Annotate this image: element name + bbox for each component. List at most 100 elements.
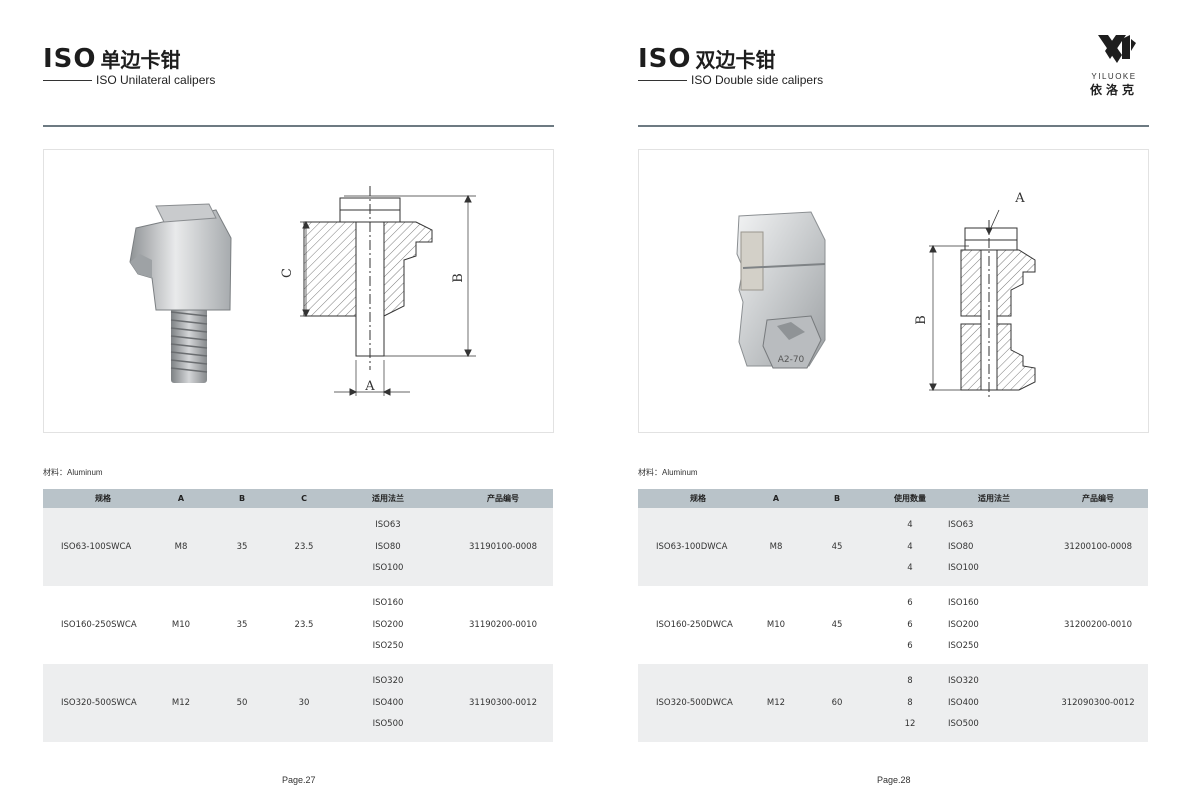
column-header: 产品编号: [1082, 494, 1114, 503]
caliper-drawing: [929, 209, 1036, 400]
yiluoke-logo-icon: [1098, 35, 1136, 63]
flange-cell: ISO63 ISO80 ISO100: [323, 508, 453, 586]
page-title: ISO 单边卡钳: [43, 44, 181, 74]
table-row: ISO320-500SWCA M12 50 30 ISO320 ISO400 I…: [43, 664, 553, 742]
cell-b: 35: [236, 542, 248, 552]
quantity-item: 4: [907, 520, 913, 531]
flange-item: ISO160: [372, 598, 404, 609]
spec-table: 规格 A B 使用数量 适用法兰 产品编号 ISO63-100DWCA M8 4…: [638, 489, 1148, 742]
flange-item: ISO250: [372, 641, 404, 652]
caliper-photo: [129, 203, 232, 383]
dimension-label-a: A: [1014, 191, 1025, 206]
product-code: 31190100-0008: [469, 542, 537, 552]
cell-b: 60: [831, 698, 843, 708]
photo-bolt-head: [155, 203, 217, 223]
logo-text-cn: 依洛克: [1089, 83, 1138, 97]
photo-insert: [740, 231, 764, 291]
photo-lip: [130, 254, 152, 278]
cell-a: M10: [766, 620, 786, 630]
photo-bolt-marking: A2-70: [778, 355, 805, 365]
quantity-cell: 4 4 4: [880, 508, 940, 586]
photo-nut: [762, 315, 822, 369]
flange-cell: ISO160 ISO200 ISO250: [940, 586, 1048, 664]
column-header: 规格: [95, 494, 111, 503]
product-code: 31200200-0010: [1064, 620, 1132, 630]
flange-cell: ISO63 ISO80 ISO100: [940, 508, 1048, 586]
model-cell: ISO320-500DWCA: [656, 698, 733, 708]
cell-b: 45: [831, 542, 843, 552]
column-header: B: [833, 494, 841, 503]
quantity-item: 4: [907, 563, 913, 574]
flange-item: ISO400: [372, 697, 404, 708]
catalog-page-left: ISO 单边卡钳 ISO Unilateral calipers: [43, 44, 554, 785]
model-cell: ISO160-250DWCA: [656, 620, 733, 630]
quantity-item: 4: [907, 541, 913, 552]
product-code: 31190300-0012: [469, 698, 537, 708]
cell-a: M8: [769, 542, 783, 552]
material-note: 材料：Aluminum: [638, 468, 698, 477]
cell-b: 35: [236, 620, 248, 630]
flange-item: ISO500: [372, 719, 404, 730]
quantity-cell: 8 8 12: [880, 664, 940, 742]
flange-item: ISO200: [372, 619, 404, 630]
model-cell: ISO63-100DWCA: [656, 542, 728, 552]
cell-a: M8: [174, 542, 188, 552]
page-number: Page.28: [877, 775, 911, 785]
photo-split: [742, 263, 826, 269]
cell-a: M12: [766, 698, 786, 708]
subtitle-rule: [43, 79, 92, 81]
column-header: C: [301, 494, 307, 503]
quantity-item: 6: [907, 598, 913, 609]
flange-cell: ISO160 ISO200 ISO250: [323, 586, 453, 664]
cell-a: M10: [171, 620, 191, 630]
table-header-row: 规格 A B 使用数量 适用法兰 产品编号: [638, 489, 1148, 508]
cell-c: 23.5: [294, 620, 314, 630]
model-cell: ISO320-500SWCA: [61, 698, 137, 708]
flange-item: ISO400: [948, 697, 979, 708]
quantity-item: 8: [907, 697, 913, 708]
flange-item: ISO320: [948, 676, 979, 687]
cell-c: 23.5: [294, 542, 314, 552]
flange-item: ISO63: [375, 520, 401, 531]
product-illustration: A C B: [129, 186, 476, 396]
title-chinese: 双边卡钳: [695, 48, 776, 72]
subtitle: ISO Double side calipers: [691, 73, 824, 87]
page-number: Page.27: [282, 775, 316, 785]
photo-bolt: [171, 287, 207, 383]
quantity-cell: 6 6 6: [880, 586, 940, 664]
table-row: ISO160-250SWCA M10 35 23.5 ISO160 ISO200…: [43, 586, 553, 664]
table-row: ISO320-500DWCA M12 60 8 8 12 ISO320 ISO4…: [638, 664, 1148, 742]
page-title: ISO 双边卡钳: [638, 44, 776, 74]
table-row: ISO63-100SWCA M8 35 23.5 ISO63 ISO80 ISO…: [43, 508, 553, 586]
table-row: ISO160-250DWCA M10 45 6 6 6 ISO160 ISO20…: [638, 586, 1148, 664]
flange-item: ISO250: [948, 641, 979, 652]
column-header: 产品编号: [487, 494, 519, 503]
photo-body: [129, 209, 232, 311]
product-code: 31200100-0008: [1064, 542, 1132, 552]
flange-item: ISO500: [948, 719, 979, 730]
title-iso: ISO: [43, 44, 97, 74]
subtitle-row: ISO Unilateral calipers: [43, 73, 215, 87]
header-divider: [638, 125, 1149, 127]
quantity-item: 6: [907, 619, 913, 630]
catalog-page-right: ISO 双边卡钳 ISO Double side calipers YILUOK…: [598, 0, 1195, 804]
quantity-item: 8: [907, 676, 913, 687]
flange-item: ISO80: [948, 541, 974, 552]
flange-item: ISO200: [948, 619, 979, 630]
dimension-label-b: B: [914, 315, 929, 325]
flange-item: ISO100: [948, 563, 979, 574]
subtitle-row: ISO Double side calipers: [638, 73, 823, 87]
title-iso: ISO: [638, 44, 692, 74]
flange-item: ISO320: [372, 676, 404, 687]
photo-bolt-head: [777, 322, 805, 340]
material-note: 材料：Aluminum: [43, 468, 103, 477]
column-header: 适用法兰: [372, 494, 404, 503]
flange-item: ISO63: [948, 520, 974, 531]
dimension-label-c: C: [280, 268, 295, 278]
product-illustration: A2-70 A B: [736, 191, 1036, 400]
flange-item: ISO160: [948, 598, 979, 609]
cell-c: 30: [298, 698, 310, 708]
caliper-drawing: [300, 186, 476, 396]
model-cell: ISO160-250SWCA: [61, 620, 137, 630]
spec-table: 规格 A B C 适用法兰 产品编号 ISO63-100SWCA M8 35 2…: [43, 489, 553, 742]
